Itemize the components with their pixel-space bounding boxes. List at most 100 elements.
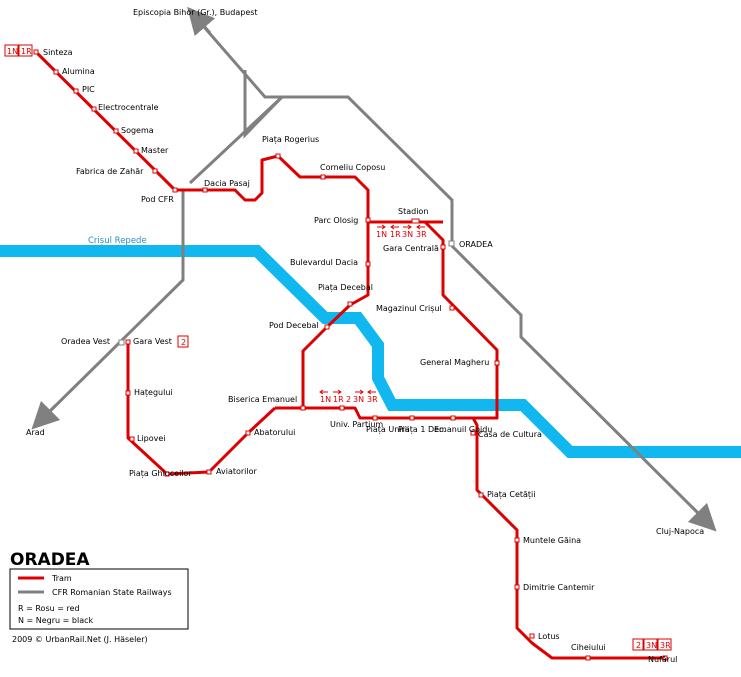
tram-lines: [34, 50, 665, 660]
station-label-alumina: Alumina: [62, 67, 95, 76]
station-marker-cetatii[interactable]: [478, 492, 484, 498]
station-label-decebal: Piața Decebal: [318, 283, 373, 293]
station-label-sogema: Sogema: [121, 126, 154, 135]
direction-label-emanuel-2: 2: [346, 395, 351, 404]
direction-label-emanuel-1r: 1R: [333, 395, 344, 404]
station-marker-1-dec[interactable]: [409, 415, 415, 421]
station-marker-decebal[interactable]: [347, 301, 353, 307]
direction-markers-stadion: [377, 224, 425, 230]
station-label-ciheiului: Ciheiului: [571, 643, 606, 652]
station-label-cantemir: Dimitrie Cantemir: [523, 583, 595, 592]
station-label-fabrica: Fabrica de Zahăr: [76, 167, 144, 176]
station-marker-nufarul[interactable]: [662, 655, 668, 661]
rail-station-marker-oradea-vest[interactable]: [118, 339, 125, 346]
station-marker-aviatorilor[interactable]: [206, 469, 212, 475]
station-marker-lipovei[interactable]: [129, 436, 135, 442]
rail-arrow-arad: [31, 400, 61, 430]
station-marker-lotus[interactable]: [529, 633, 535, 639]
station-marker-gojdu[interactable]: [450, 415, 456, 421]
station-marker-ciheiului[interactable]: [585, 655, 591, 661]
station-marker-gara-centrala[interactable]: [440, 244, 446, 250]
station-label-pod-cfr: Pod CFR: [141, 195, 174, 204]
river-label: Crișul Repede: [88, 236, 147, 246]
rail-station-label-oradea: ORADEA: [459, 240, 493, 249]
station-marker-pic[interactable]: [73, 88, 79, 94]
station-label-ghioceilor: Piața Ghioceilor: [129, 469, 192, 479]
station-label-aviatorilor: Aviatorilor: [216, 467, 258, 476]
map-credit: 2009 © UrbanRail.Net (J. Häseler): [12, 635, 148, 644]
direction-label-stadion-1r: 1R: [390, 230, 401, 239]
legend: Tram CFR Romanian State Railways R = Ros…: [9, 568, 189, 630]
station-marker-hategului[interactable]: [125, 390, 131, 396]
route-badges: 1N 1R 2 2 3N 3R: [4, 44, 672, 651]
route-badge-1r-north: 1R: [18, 44, 33, 57]
svg-text:3R: 3R: [660, 641, 671, 650]
rail-line-cluj: [450, 244, 707, 522]
direction-markers-emanuel: [319, 389, 376, 395]
station-label-coposu: Corneliu Coposu: [320, 163, 385, 172]
station-marker-coposu[interactable]: [320, 174, 326, 180]
rail-lines: [31, 6, 717, 532]
svg-text:1R: 1R: [21, 47, 32, 56]
direction-label-emanuel-1n: 1N: [320, 395, 331, 404]
destination-label-cluj: Cluj-Napoca: [656, 527, 704, 536]
direction-label-stadion-3r: 3R: [416, 230, 427, 239]
station-label-lipovei: Lipovei: [137, 434, 166, 443]
rail-line-arad: [41, 190, 185, 420]
station-marker-sogema[interactable]: [113, 128, 119, 134]
station-marker-cantemir[interactable]: [514, 584, 520, 590]
svg-text:2: 2: [181, 338, 186, 347]
station-label-partium: Univ. Partium: [330, 420, 383, 429]
station-label-gaina: Muntele Găina: [523, 536, 581, 545]
station-marker-ghioceilor[interactable]: [164, 471, 170, 477]
station-marker-master[interactable]: [133, 148, 139, 154]
destination-label-budapest: Episcopia Bihor (Gr.), Budapest: [133, 8, 258, 17]
tram-line-main-avenue: [275, 406, 473, 420]
station-label-casa-cultura: Casa de Cultura: [478, 430, 542, 439]
station-marker-olosig[interactable]: [365, 217, 371, 223]
map-title: ORADEA: [10, 550, 90, 570]
station-marker-sinteza[interactable]: [33, 49, 39, 55]
station-label-rogerius: Piața Rogerius: [262, 135, 319, 145]
station-label-dacia-pasaj: Dacia Pasaj: [204, 179, 250, 188]
station-label-sinteza: Sinteza: [43, 48, 73, 57]
station-marker-pod-cfr[interactable]: [172, 187, 178, 193]
station-marker-casa-cultura[interactable]: [470, 430, 476, 436]
station-marker-abatorului[interactable]: [245, 430, 251, 436]
tram-line-west: [126, 342, 277, 476]
station-label-1-dec: Piața 1 Dec.: [398, 425, 446, 435]
station-marker-stadion[interactable]: [411, 218, 420, 224]
rail-line-north: [196, 19, 454, 246]
legend-tram-label: Tram: [51, 574, 72, 583]
station-marker-magheru[interactable]: [494, 360, 500, 366]
station-marker-magazinul[interactable]: [449, 305, 455, 311]
station-marker-electrocentrale[interactable]: [91, 106, 97, 112]
station-marker-gaina[interactable]: [514, 537, 520, 543]
station-marker-unirii[interactable]: [372, 415, 378, 421]
station-marker-emanuel[interactable]: [300, 405, 306, 411]
station-marker-bulevardul-dacia[interactable]: [365, 261, 371, 267]
route-badge-2-south: 2: [632, 638, 644, 651]
direction-label-emanuel-3n: 3N: [353, 395, 364, 404]
station-label-lotus: Lotus: [538, 632, 560, 641]
station-marker-alumina[interactable]: [53, 69, 59, 75]
rail-station-label-oradea-vest: Oradea Vest: [61, 337, 110, 346]
station-label-magazinul: Magazinul Crișul: [376, 304, 442, 314]
station-marker-gara-vest[interactable]: [125, 339, 131, 345]
station-label-electrocentrale: Electrocentrale: [98, 103, 159, 112]
station-label-bulevardul-dacia: Bulevardul Dacia: [290, 258, 358, 267]
station-marker-rogerius[interactable]: [275, 153, 281, 159]
station-marker-fabrica[interactable]: [152, 168, 158, 174]
station-marker-partium[interactable]: [339, 405, 345, 411]
rail-station-marker-oradea[interactable]: [448, 240, 455, 247]
legend-note-red: R = Rosu = red: [18, 604, 80, 613]
station-marker-pod-decebal[interactable]: [324, 324, 330, 330]
station-marker-dacia-pasaj[interactable]: [202, 187, 208, 193]
route-badge-3n-south: 3N: [643, 638, 658, 651]
tram-line-south: [471, 417, 665, 660]
station-label-cetatii: Piața Cetății: [487, 490, 535, 500]
station-label-pic: PIC: [82, 85, 95, 94]
tram-line-north: [34, 50, 443, 224]
rail-station-markers: [118, 240, 455, 346]
